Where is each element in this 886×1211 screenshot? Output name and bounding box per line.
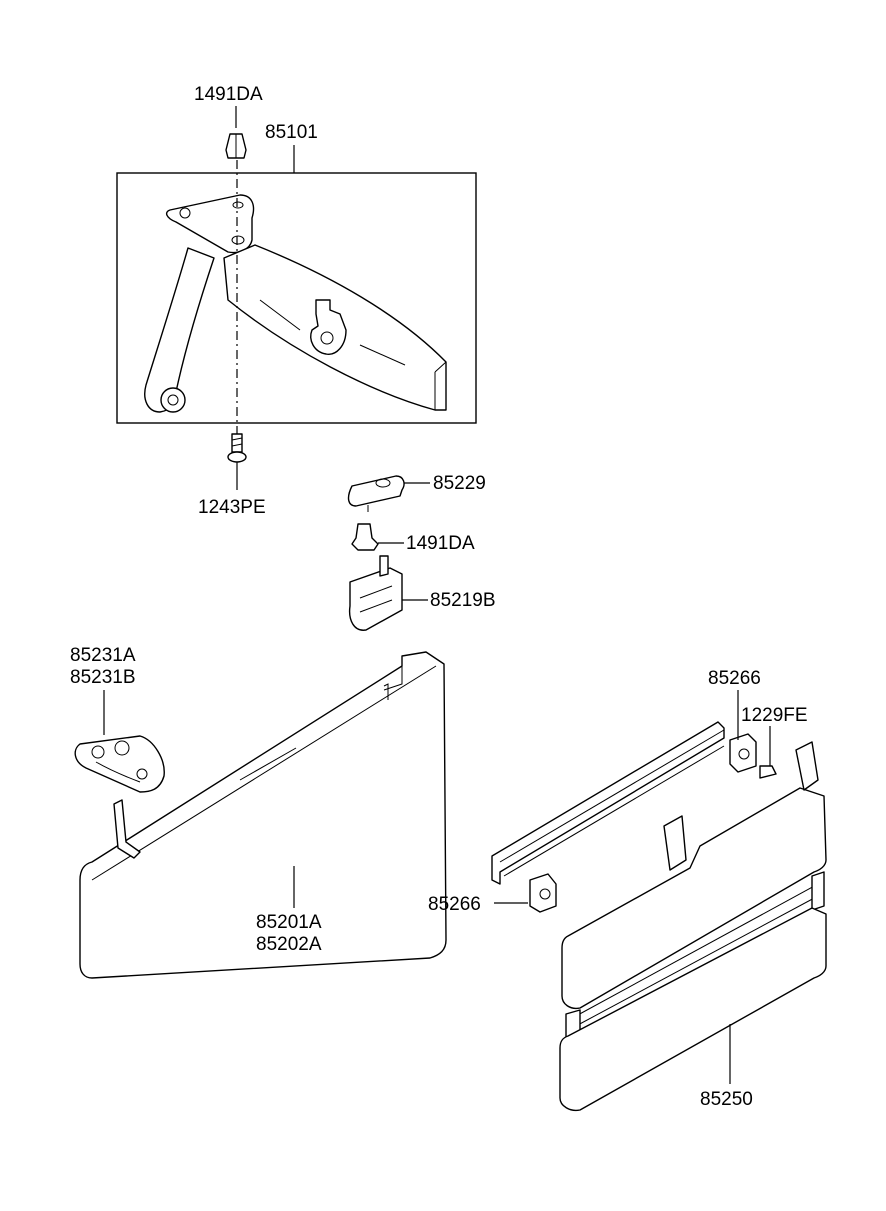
bracket-slots (359, 585, 393, 613)
label-1491da-top: 1491DA (194, 84, 263, 105)
extension-visor-85250 (559, 741, 827, 1112)
ext-clip-center (663, 815, 687, 871)
ext-clip-right (795, 741, 819, 791)
visor-85201a (79, 651, 447, 979)
label-1491da-mid: 1491DA (406, 533, 475, 554)
label-85202a: 85202A (256, 934, 322, 955)
label-85201a: 85201A (256, 912, 322, 933)
label-85266-bottom: 85266 (428, 894, 481, 915)
rail-assembly (491, 690, 777, 913)
screw-1229fe (759, 765, 777, 779)
ext-hinge-1 (575, 883, 819, 1017)
clip-1491da-mid (351, 523, 404, 551)
screw-head (227, 451, 247, 463)
retainer-85231 (74, 690, 165, 793)
assembly-frame (116, 172, 477, 424)
arm-pivot (160, 387, 186, 413)
label-85231a: 85231A (70, 645, 136, 666)
visor-top-edge (91, 665, 437, 881)
panel-shade-2 (359, 344, 406, 366)
cap-hole (375, 478, 391, 488)
stopper-top (729, 733, 757, 773)
rail-groove-1 (499, 729, 725, 863)
ext-panel-lower (559, 907, 827, 1112)
cap-85229 (347, 475, 430, 512)
plate-hole-center (231, 235, 245, 245)
cap-body (347, 475, 405, 507)
label-85250: 85250 (700, 1089, 753, 1110)
label-85231b: 85231B (70, 667, 136, 688)
bracket-body (348, 567, 403, 631)
panel-corner (434, 361, 447, 373)
label-1243pe: 1243PE (198, 497, 266, 518)
retainer-rib (95, 761, 141, 783)
label-1229fe: 1229FE (741, 705, 808, 726)
clip-1491da-top (225, 106, 247, 159)
retainer-hole-2 (136, 768, 148, 780)
label-85101: 85101 (265, 122, 318, 143)
stopper-bottom (529, 873, 557, 913)
visor-highlight (239, 747, 297, 781)
ext-hinge-2 (575, 895, 819, 1027)
visor-arm (144, 247, 215, 413)
ext-panel-upper (561, 787, 827, 1010)
label-85219b: 85219B (430, 590, 496, 611)
label-85266-top: 85266 (708, 668, 761, 689)
visor-body (79, 651, 447, 979)
panel-hook (310, 299, 347, 355)
label-85229: 85229 (433, 473, 486, 494)
panel-hook-hole (320, 331, 334, 345)
visor-notch (383, 666, 403, 700)
retainer-boss (114, 740, 130, 756)
assembly-85101 (116, 145, 477, 424)
visor-rod (113, 799, 141, 859)
rail (491, 721, 725, 885)
clip-mid-body (351, 523, 379, 551)
screw-thread-2 (231, 443, 243, 447)
retainer-hole-1 (91, 745, 105, 759)
bracket-85219b (348, 555, 428, 631)
panel-shade-1 (259, 299, 301, 331)
screw-shank (231, 433, 243, 453)
stopper-top-hole (738, 748, 750, 760)
screw-1243pe (227, 433, 247, 490)
plate-hole-top (232, 201, 244, 209)
plate-hole-left (179, 207, 191, 219)
screw-thread-1 (231, 437, 243, 441)
rail-groove-2 (503, 745, 725, 877)
arm-pivot-hole (167, 394, 179, 406)
ext-connector-right (811, 871, 825, 911)
retainer-body (74, 735, 165, 793)
stopper-bottom-hole (539, 888, 551, 900)
bracket-stud (379, 555, 389, 577)
